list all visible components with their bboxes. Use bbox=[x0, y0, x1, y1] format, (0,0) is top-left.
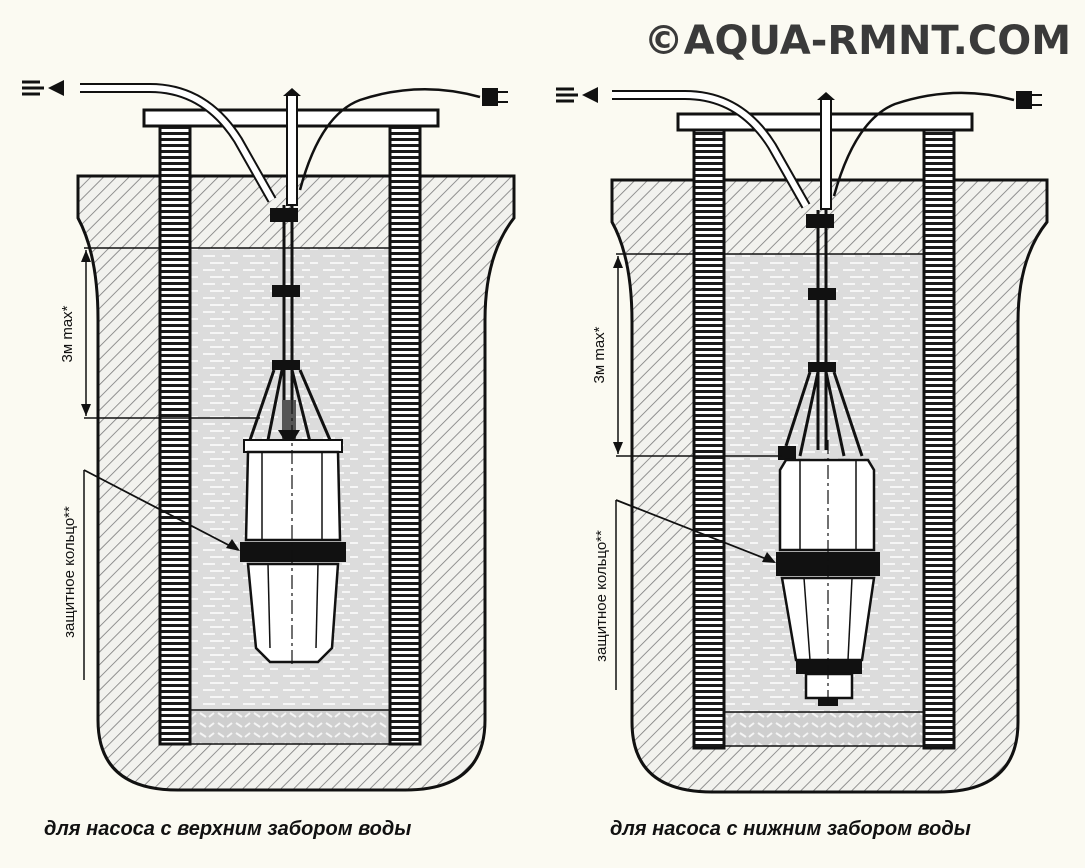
pump-left bbox=[240, 400, 346, 668]
casing-wall-left-b bbox=[388, 122, 422, 746]
ring-label-right: защитное кольцо** bbox=[593, 530, 610, 662]
gravel-bed-right bbox=[723, 711, 925, 747]
caption-top-intake: для насоса с верхним забором воды bbox=[44, 818, 412, 840]
casing-wall-right-b bbox=[922, 126, 956, 750]
outflow-arrow-right bbox=[556, 87, 598, 103]
protective-ring-left bbox=[240, 542, 346, 562]
pump-right bbox=[776, 440, 880, 708]
casing-wall-left-a bbox=[158, 122, 192, 746]
well-left bbox=[22, 80, 516, 792]
hanger-post-right bbox=[820, 98, 832, 210]
depth-label-left: 3м max* bbox=[59, 305, 76, 362]
outflow-arrow-left bbox=[22, 80, 64, 96]
watermark: ©AQUA-RMNT.COM bbox=[643, 18, 1071, 64]
ring-label-left: защитное кольцо** bbox=[61, 506, 78, 638]
plug-right bbox=[1016, 91, 1032, 109]
well-right bbox=[556, 87, 1049, 794]
casing-wall-right-a bbox=[692, 126, 726, 750]
power-cord-right bbox=[832, 91, 1015, 197]
caption-bottom-intake: для насоса с нижним забором воды bbox=[610, 818, 971, 840]
ring-pointer-left bbox=[83, 469, 239, 551]
hanger-post-left bbox=[286, 94, 298, 206]
depth-label-right: 3м max* bbox=[591, 326, 608, 383]
power-cord-left bbox=[298, 88, 481, 191]
ring-pointer-right bbox=[615, 499, 775, 563]
gravel-bed-left bbox=[189, 709, 391, 745]
plug-left bbox=[482, 88, 498, 106]
